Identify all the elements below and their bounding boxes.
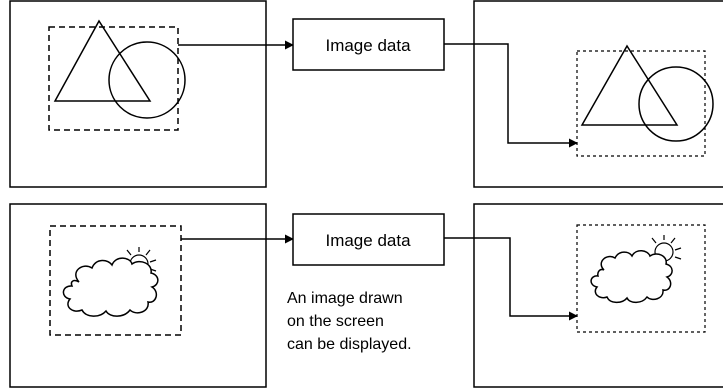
row2-source-screen bbox=[9, 203, 267, 388]
row2-image-data-label: Image data bbox=[325, 231, 411, 250]
caption-line-3: can be displayed. bbox=[287, 336, 412, 353]
row1-source-screen bbox=[9, 0, 267, 188]
row1-destination-triangle bbox=[580, 44, 679, 126]
row1-source-selection bbox=[48, 26, 179, 131]
caption-line-2: on the screen bbox=[287, 313, 384, 330]
row1-arrow-to-destination bbox=[444, 43, 578, 148]
row2-arrow-to-destination bbox=[444, 237, 578, 321]
row1-destination-selection bbox=[576, 50, 706, 157]
row2-source-selection bbox=[49, 225, 182, 336]
row1-source-circle bbox=[108, 41, 186, 119]
row1-destination-screen bbox=[473, 0, 723, 188]
row2-destination-selection bbox=[576, 224, 706, 333]
cloud-icon bbox=[62, 257, 159, 317]
row1-destination-circle bbox=[638, 66, 714, 142]
cloud-icon bbox=[590, 250, 673, 304]
row2-image-data-box bbox=[292, 213, 445, 266]
row1-image-data-label: Image data bbox=[325, 36, 411, 55]
row1-image-data-box bbox=[292, 18, 445, 71]
row2-destination-screen bbox=[473, 203, 723, 388]
caption-line-1: An image drawn bbox=[287, 290, 403, 307]
row2: Image data An image drawn on the screen … bbox=[9, 203, 723, 388]
row1: Image data bbox=[9, 0, 723, 188]
row1-source-triangle bbox=[53, 19, 152, 102]
